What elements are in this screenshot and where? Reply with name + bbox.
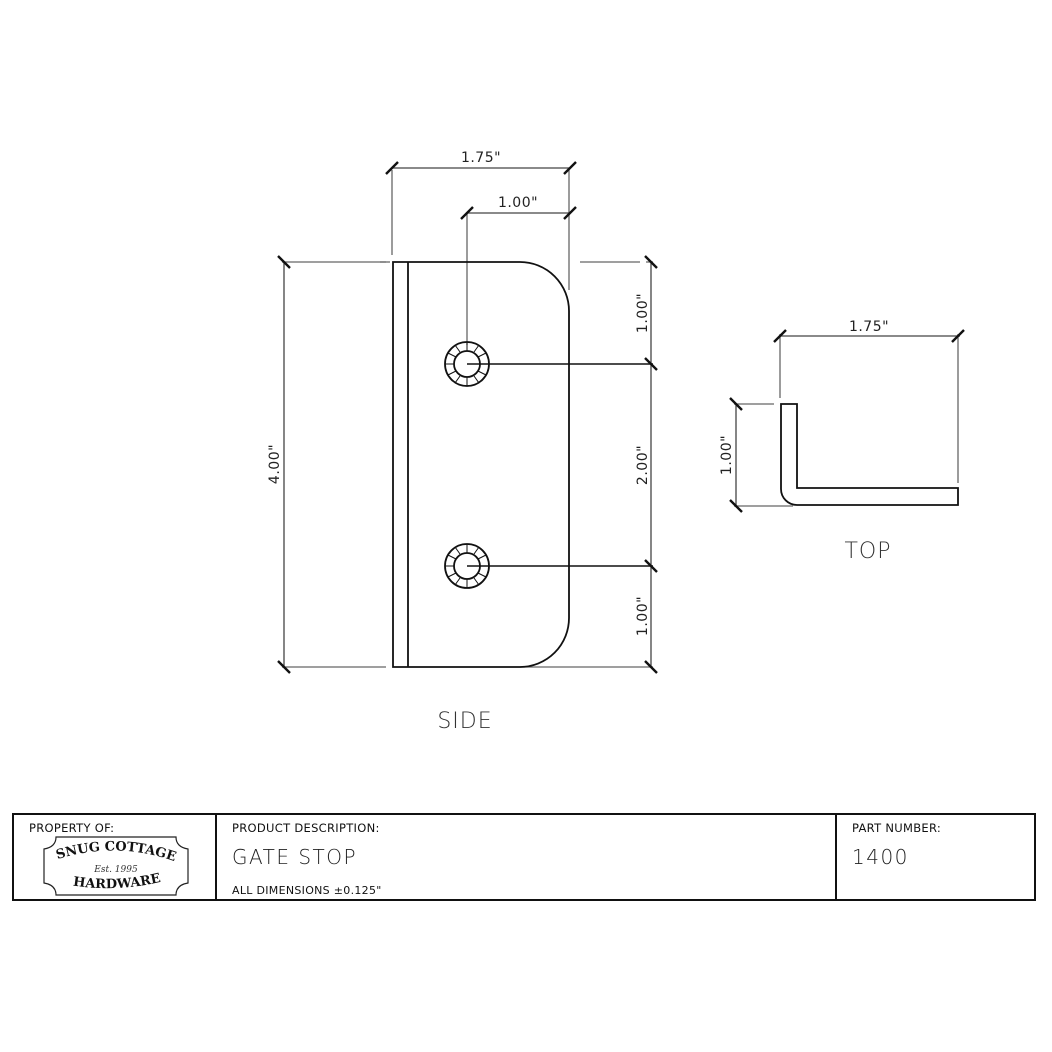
dim-side-hole-to-bottom: 1.00" [635, 596, 651, 636]
side-dimension-ticks [277, 161, 658, 674]
property-cell: PROPERTY OF: SNUG COTTAGE Est. 1995 HARD… [14, 815, 217, 899]
side-dimension-lines [283, 167, 652, 667]
dim-top-leg-length: 1.75" [849, 319, 889, 335]
side-part-outline [392, 261, 570, 668]
top-extension-lines [734, 334, 959, 507]
side-view-label: SIDE [437, 709, 492, 734]
top-view: 1.75" 1.00" TOP [719, 319, 965, 564]
part-number-cell: PART NUMBER: 1400 [837, 815, 1034, 899]
top-view-label: TOP [844, 539, 891, 564]
title-block: PROPERTY OF: SNUG COTTAGE Est. 1995 HARD… [12, 813, 1036, 901]
dim-side-top-to-hole: 1.00" [635, 293, 651, 333]
part-number-value: 1400 [852, 845, 909, 869]
dim-top-flange-height: 1.00" [719, 435, 735, 475]
description-cell: PRODUCT DESCRIPTION: GATE STOP ALL DIMEN… [217, 815, 837, 899]
dim-side-hole-offset: 1.00" [498, 195, 538, 211]
property-label: PROPERTY OF: [29, 821, 115, 835]
side-extension-lines [282, 170, 653, 668]
top-dimension-lines [735, 335, 960, 506]
dim-side-hole-spacing: 2.00" [635, 445, 651, 485]
dim-side-height: 4.00" [267, 444, 283, 484]
logo-line2: Est. 1995 [93, 865, 138, 875]
side-view: 1.75" 1.00" 4.00" 1.00" 2.00" 1.00" SIDE [267, 150, 658, 734]
dim-side-width: 1.75" [461, 150, 501, 166]
company-logo: SNUG COTTAGE Est. 1995 HARDWARE [43, 836, 189, 896]
mounting-hole-top [444, 341, 653, 387]
top-part-outline [780, 403, 959, 506]
tolerance-note: ALL DIMENSIONS ±0.125" [232, 884, 382, 897]
top-dimension-ticks [729, 329, 965, 513]
product-name: GATE STOP [232, 845, 358, 869]
mounting-hole-bottom [444, 543, 653, 589]
description-label: PRODUCT DESCRIPTION: [232, 821, 380, 835]
part-number-label: PART NUMBER: [852, 821, 942, 835]
